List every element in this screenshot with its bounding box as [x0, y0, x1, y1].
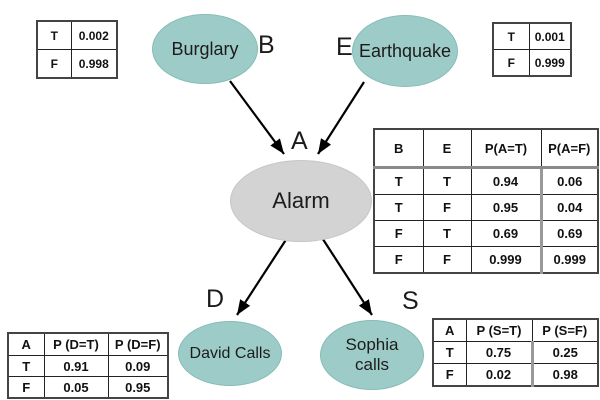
david-cpt-table: A P (D=T) P (D=F) T 0.91 0.09 F 0.05 0.9…	[7, 332, 169, 399]
header-cell: P (D=T)	[43, 332, 109, 356]
table-header-row: A P (S=T) P (S=F)	[432, 318, 599, 342]
table-row: T T 0.94 0.06	[373, 167, 599, 195]
cell: F	[7, 376, 45, 399]
cell: T	[422, 220, 472, 247]
cell: F	[422, 246, 472, 274]
cell: 0.002	[70, 20, 118, 50]
cell: T	[373, 194, 424, 221]
table-header-row: A P (D=T) P (D=F)	[7, 332, 169, 356]
sophia-label-line2: calls	[354, 355, 389, 374]
header-cell: B	[373, 128, 424, 169]
header-cell: A	[432, 318, 467, 342]
tag-david-d: D	[206, 285, 225, 313]
cell: F	[422, 194, 472, 221]
node-david-calls-label: David Calls	[189, 344, 271, 362]
node-sophia-calls: Sophia calls	[320, 320, 424, 390]
cell: 0.09	[107, 355, 169, 377]
edge-earthquake-to-alarm	[317, 81, 365, 155]
cell: F	[432, 363, 467, 387]
header-cell: P(A=F)	[540, 128, 599, 169]
edge-burglary-to-alarm	[229, 80, 285, 155]
header-cell: P(A=T)	[470, 128, 542, 169]
node-burglary-label: Burglary	[171, 38, 239, 59]
node-david-calls: David Calls	[178, 321, 282, 386]
tag-earthquake-e: E	[336, 33, 353, 61]
cell: 0.04	[539, 194, 599, 221]
table-header-row: B E P(A=T) P(A=F)	[373, 128, 599, 169]
table-row: F 0.998	[36, 49, 118, 79]
node-earthquake-label: Earthquake	[358, 40, 452, 61]
cell: 0.02	[465, 363, 533, 387]
burglary-prior-table: T 0.002 F 0.998	[36, 20, 118, 79]
table-row: F 0.999	[492, 49, 572, 77]
sophia-cpt-table: A P (S=T) P (S=F) T 0.75 0.25 F 0.02 0.9…	[432, 318, 599, 387]
node-sophia-calls-label: Sophia calls	[346, 335, 399, 376]
cell: 0.94	[470, 167, 542, 195]
tag-alarm-a: A	[291, 127, 308, 155]
table-row: T 0.75 0.25	[432, 341, 599, 364]
node-alarm: Alarm	[230, 160, 372, 242]
node-alarm-label: Alarm	[272, 188, 330, 213]
cell: F	[492, 49, 530, 77]
table-row: T F 0.95 0.04	[373, 194, 599, 221]
header-cell: P (S=T)	[465, 318, 533, 342]
edge-alarm-to-sophia	[316, 229, 373, 316]
table-row: F T 0.69 0.69	[373, 220, 599, 247]
cell: 0.999	[470, 246, 542, 274]
header-cell: P (S=F)	[531, 318, 599, 342]
cell: T	[36, 20, 72, 50]
cell: 0.25	[530, 341, 599, 364]
cell: 0.95	[470, 194, 542, 221]
cell: F	[373, 220, 424, 247]
cell: 0.69	[470, 220, 542, 247]
tag-burglary-b: B	[258, 31, 275, 59]
cell: 0.06	[539, 167, 599, 195]
cell: 0.91	[43, 355, 109, 377]
table-row: T 0.91 0.09	[7, 355, 169, 377]
node-earthquake: Earthquake	[352, 15, 458, 87]
header-cell: P (D=F)	[107, 332, 169, 356]
cell: T	[373, 167, 424, 195]
cell: T	[432, 341, 467, 364]
tag-sophia-s: S	[402, 287, 419, 315]
header-cell: A	[7, 332, 45, 356]
cell: 0.75	[465, 341, 533, 364]
cell: 0.999	[528, 49, 572, 77]
cell: 0.98	[530, 363, 599, 387]
cell: 0.69	[539, 220, 599, 247]
cell: T	[7, 355, 45, 377]
edge-alarm-to-david	[236, 231, 292, 316]
cell: F	[373, 246, 424, 274]
sophia-label-line1: Sophia	[345, 334, 399, 354]
table-row: T 0.002	[36, 20, 118, 50]
table-row: F 0.05 0.95	[7, 376, 169, 399]
table-row: F 0.02 0.98	[432, 363, 599, 387]
cell: 0.999	[539, 246, 599, 274]
cell: 0.001	[528, 22, 572, 50]
earthquake-prior-table: T 0.001 F 0.999	[492, 22, 572, 77]
cell: F	[36, 49, 72, 79]
node-burglary: Burglary	[152, 14, 258, 84]
alarm-cpt-table: B E P(A=T) P(A=F) T T 0.94 0.06 T F 0.95…	[373, 128, 599, 274]
header-cell: E	[422, 128, 472, 169]
cell: T	[492, 22, 530, 50]
table-row: F F 0.999 0.999	[373, 246, 599, 274]
cell: 0.95	[107, 376, 169, 399]
cell: T	[422, 167, 472, 195]
cell: 0.05	[43, 376, 109, 399]
table-row: T 0.001	[492, 22, 572, 50]
cell: 0.998	[70, 49, 118, 79]
